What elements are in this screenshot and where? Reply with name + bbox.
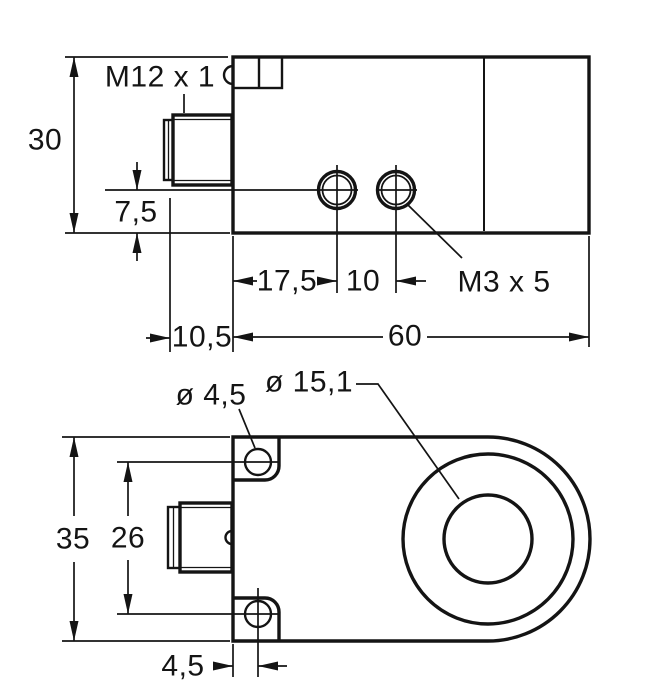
dim-4-5-arrow-left [258,661,278,671]
m12-connector-front [166,501,234,574]
dim-4-5: 4,5 [161,644,287,683]
dim-30-arrow-down [69,213,79,233]
ring-bore-circle [442,493,534,585]
dim-30-arrow-up [69,57,79,77]
dim-7-5-arrow-up [132,233,142,253]
ring-head-circle [401,452,575,626]
dim-30-text: 30 [28,124,62,157]
dim-17-5-arrow-left [233,276,253,286]
dim-26: 26 [111,462,145,614]
dim-60-arrow-right [569,332,589,342]
dim-35: 35 [56,436,230,642]
label-m12-thread: M12 x 1 [105,61,215,94]
connector-keyway-arc [224,529,233,546]
dim-35-text: 35 [56,523,90,556]
side-view: M12 x 1 M3 x 5 30 7,5 17,5 [28,55,591,354]
side-view-body [231,55,591,235]
dim-4-5-arrow-right [213,661,233,671]
label-m3-thread: M3 x 5 [457,266,550,299]
mounting-ear-top [233,437,281,482]
m3-leader-line [407,204,463,259]
mounting-ear-bottom [233,596,281,641]
m3-hole-2 [375,165,417,293]
dim-17-5-arrow-right [317,276,337,286]
dim-10-text: 10 [346,265,380,298]
connector-thread-body [171,113,234,187]
dim-10: 10 [346,265,426,298]
connector-front-body [178,501,234,574]
label-ring-bore-dia: ø 15,1 [265,366,353,399]
dim-26-arrow-up [123,462,133,482]
dim-26-arrow-down [123,594,133,614]
dim-35-arrow-up [69,437,79,457]
dim-4-5-text: 4,5 [161,650,204,683]
m3-hole-1 [316,165,358,293]
dia-4-5-leader [238,408,256,449]
dim-26-text: 26 [111,522,145,555]
dim-35-arrow-down [69,621,79,641]
label-mounting-hole-dia: ø 4,5 [176,379,247,412]
dim-30: 30 [28,56,230,234]
dim-60-text: 60 [388,320,422,353]
dim-7-5-arrow-down [132,170,142,190]
dim-7-5-text: 7,5 [114,196,157,229]
dim-10-5-text: 10,5 [172,321,232,354]
m12-connector-side [162,113,234,187]
dim-17-5: 17,5 [233,265,337,298]
dim-60-arrow-left [233,332,253,342]
side-view-edge-bump [222,64,234,86]
dim-10-5: 10,5 [146,198,234,354]
dim-7-5: 7,5 [114,162,157,261]
dim-60: 60 [233,236,590,353]
dim-17-5-text: 17,5 [257,265,317,298]
front-view-body [231,435,592,643]
dim-10-5-arrow-right [150,333,170,343]
dia-15-1-leader [356,383,460,500]
side-view-clamp-block [231,55,284,90]
front-view: ø 4,5 ø 15,1 35 26 [56,366,592,683]
connector-front-tip [166,505,182,570]
dim-10-arrow-left [396,276,416,286]
